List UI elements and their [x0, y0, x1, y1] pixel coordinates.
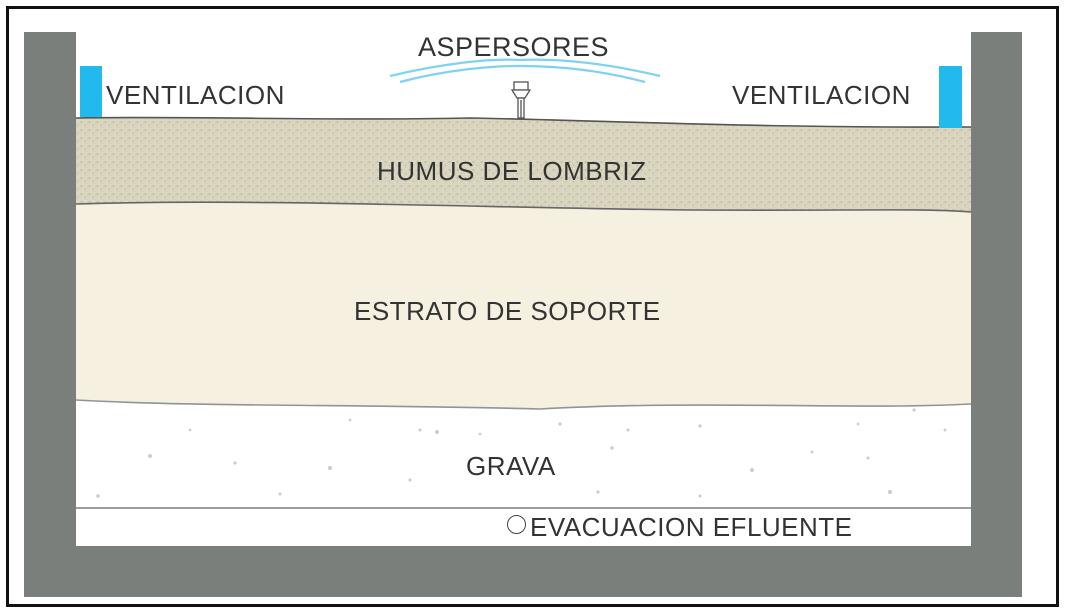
sprinkler-icon [510, 81, 532, 119]
tank-floor [24, 546, 1022, 597]
gravel-layer [76, 402, 971, 508]
humus-top-edge [75, 116, 972, 128]
drain-outlet-icon [507, 515, 526, 534]
effluent-label: EVACUACION EFLUENTE [530, 512, 853, 542]
sprinkler-spray [389, 58, 661, 84]
gravel-layer-label: GRAVA [466, 451, 556, 481]
support-layer-label: ESTRATO DE SOPORTE [354, 296, 661, 326]
support-bottom-edge [75, 399, 972, 410]
humus-bottom-edge [75, 201, 972, 213]
gravel-stones [96, 408, 947, 498]
ventilation-right-label: VENTILACION [732, 80, 911, 110]
tank-left-wall [24, 32, 76, 597]
humus-layer-label: HUMUS DE LOMBRIZ [377, 156, 647, 186]
ventilation-bar-left [80, 66, 102, 117]
ventilation-bar-right [939, 66, 962, 128]
ventilation-left-label: VENTILACION [106, 80, 285, 110]
support-layer [76, 202, 971, 409]
humus-layer [76, 117, 971, 212]
sprinklers-label: ASPERSORES [418, 32, 610, 62]
tank-right-wall [971, 32, 1022, 597]
